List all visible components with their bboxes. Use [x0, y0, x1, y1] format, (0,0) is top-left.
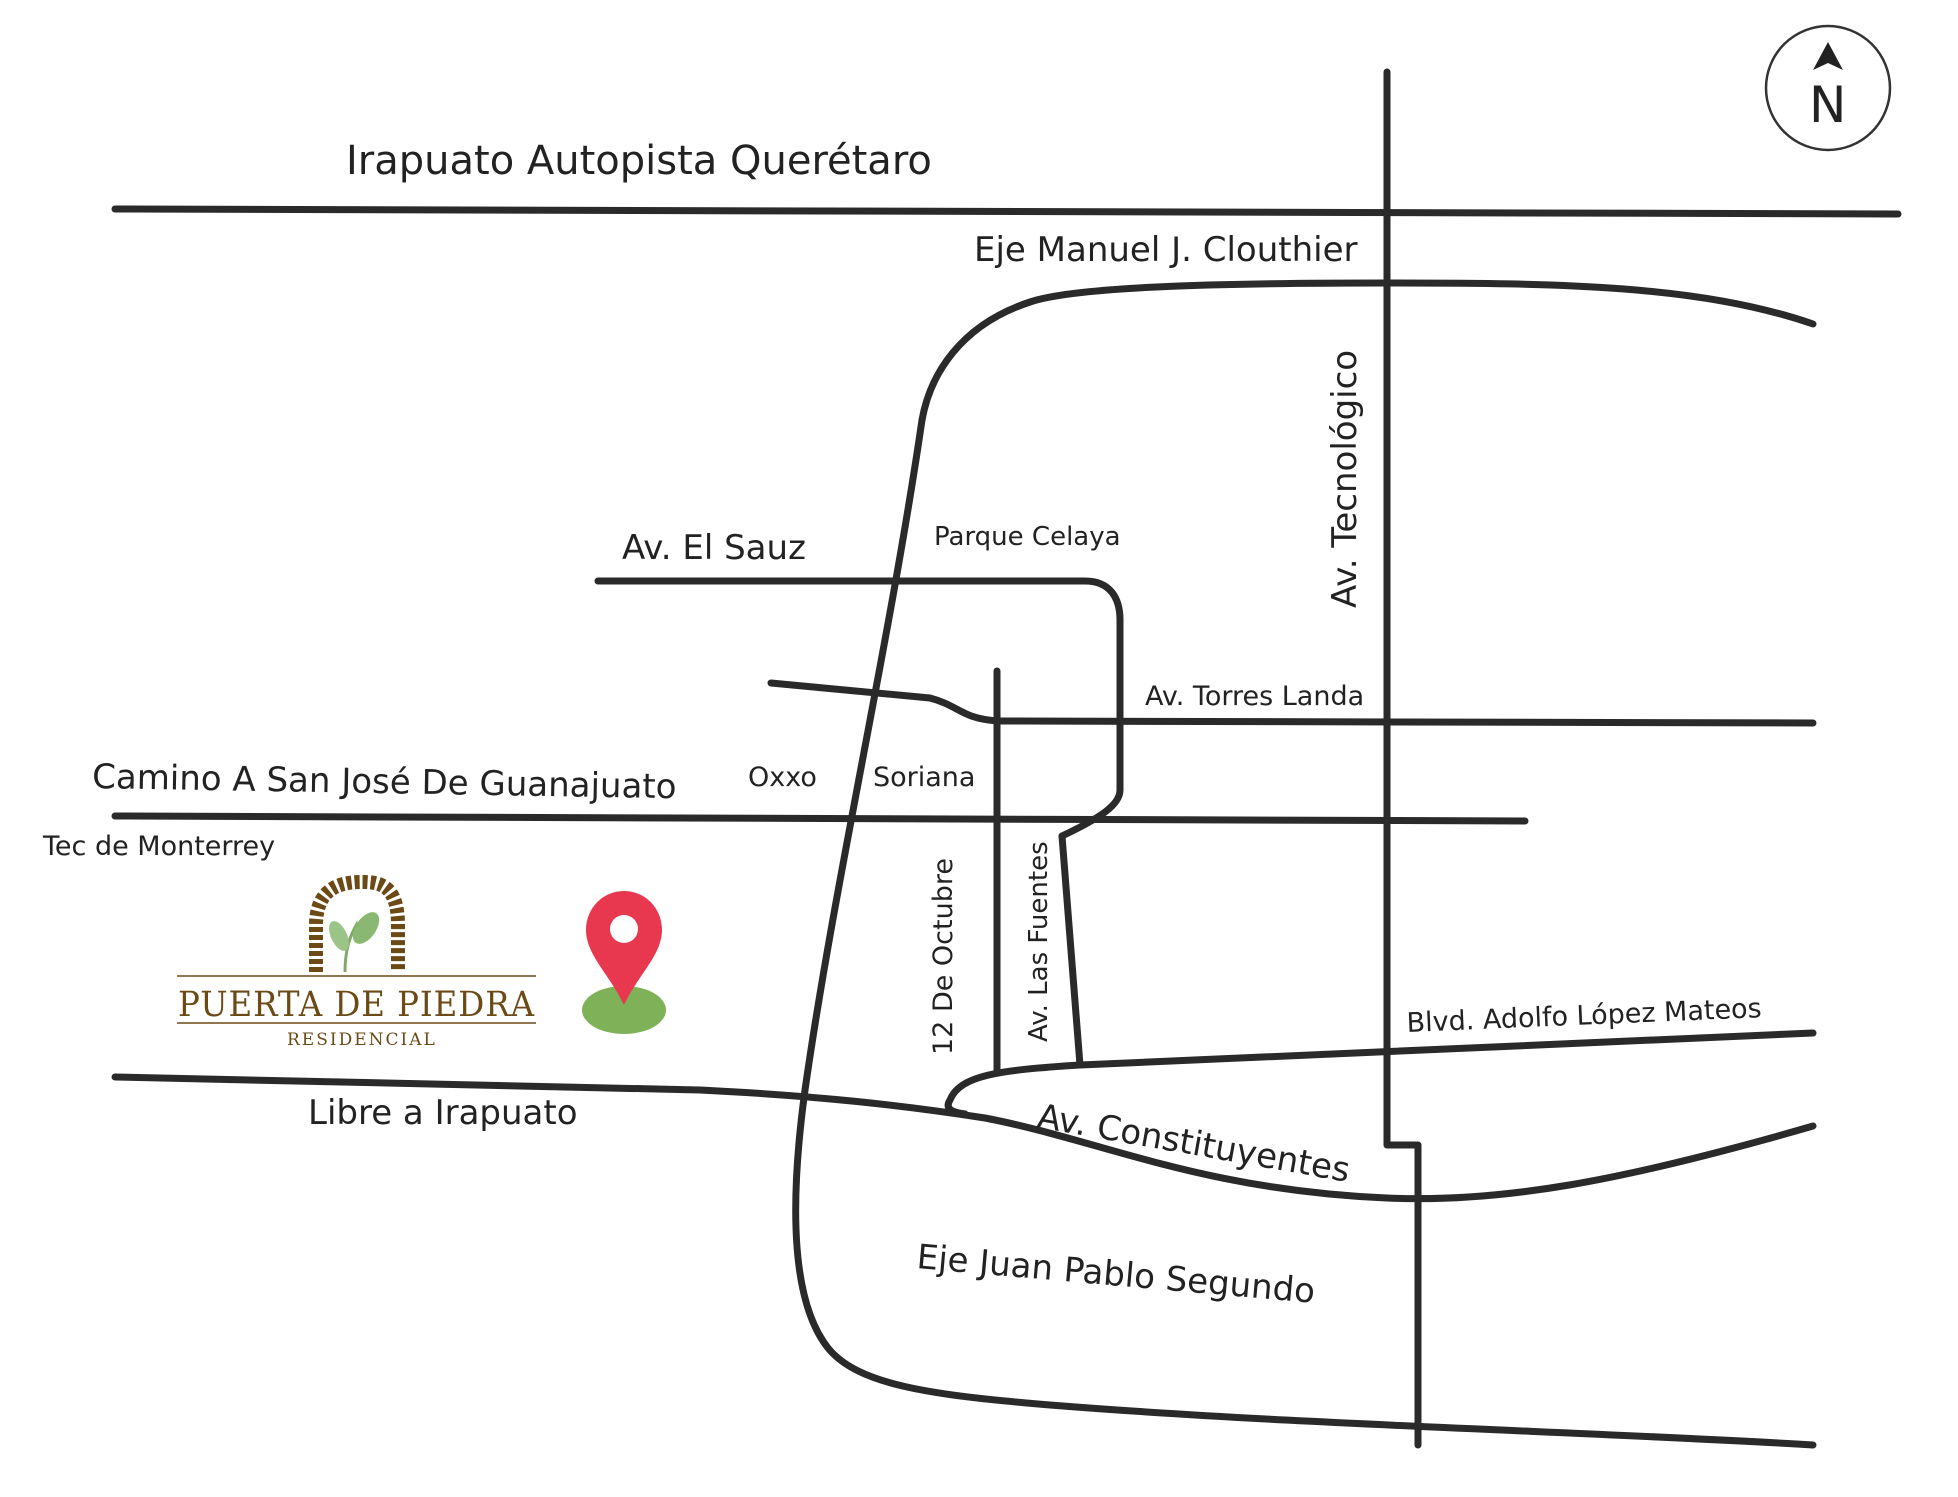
label-soriana: Soriana	[873, 762, 975, 793]
road-irapuato-autopista	[111, 205, 1902, 218]
location-pin-icon	[586, 891, 662, 1005]
road-tecnologico	[1383, 68, 1422, 1449]
landmark-labels: Parque Celaya Oxxo Soriana Tec de Monter…	[42, 522, 1121, 862]
logo-name: PUERTA DE PIEDRA	[178, 985, 535, 1025]
road-torres-landa	[767, 679, 1817, 727]
label-constituyentes: Av. Constituyentes	[1034, 1096, 1353, 1190]
puerta-de-piedra-logo: PUERTA DE PIEDRA RESIDENCIAL	[177, 874, 536, 1050]
road-eje-juan-pablo	[792, 416, 1817, 1449]
compass-n-label: N	[1809, 76, 1846, 134]
label-juan-pablo: Eje Juan Pablo Segundo	[915, 1237, 1316, 1312]
label-eje-clouthier: Eje Manuel J. Clouthier	[974, 230, 1358, 270]
label-irapuato-autopista: Irapuato Autopista Querétaro	[346, 138, 932, 184]
road-camino-san-jose	[111, 812, 1529, 825]
label-tecnologico: Av. Tecnológico	[1325, 350, 1365, 608]
road-eje-clouthier	[918, 279, 1817, 424]
label-torres-landa: Av. Torres Landa	[1145, 681, 1364, 712]
leaf-left	[329, 921, 349, 951]
north-compass: N	[1764, 24, 1892, 152]
location-marker	[582, 891, 666, 1034]
label-lopez-mateos: Blvd. Adolfo López Mateos	[1406, 993, 1762, 1039]
road-network	[111, 68, 1902, 1449]
label-el-sauz: Av. El Sauz	[622, 528, 806, 568]
label-parque-celaya: Parque Celaya	[934, 522, 1121, 552]
logo-subtitle: RESIDENCIAL	[287, 1030, 437, 1050]
stone-arch-leaf-icon	[309, 874, 405, 972]
road-las-fuentes	[1058, 832, 1084, 1069]
road-libre-irapuato	[111, 1073, 1817, 1203]
label-doce-octubre: 12 De Octubre	[928, 858, 959, 1055]
label-libre-irapuato: Libre a Irapuato	[308, 1093, 578, 1133]
marker-ground	[582, 986, 666, 1034]
compass-circle	[1764, 24, 1892, 152]
marker-pin-hole	[610, 915, 638, 943]
label-oxxo: Oxxo	[748, 762, 817, 793]
leaf-right	[352, 912, 380, 944]
label-tec-monterrey: Tec de Monterrey	[42, 831, 275, 862]
label-las-fuentes: Av. Las Fuentes	[1024, 841, 1054, 1042]
label-camino-san-jose: Camino A San José De Guanajuato	[92, 757, 677, 807]
north-arrow-icon	[1813, 42, 1843, 70]
